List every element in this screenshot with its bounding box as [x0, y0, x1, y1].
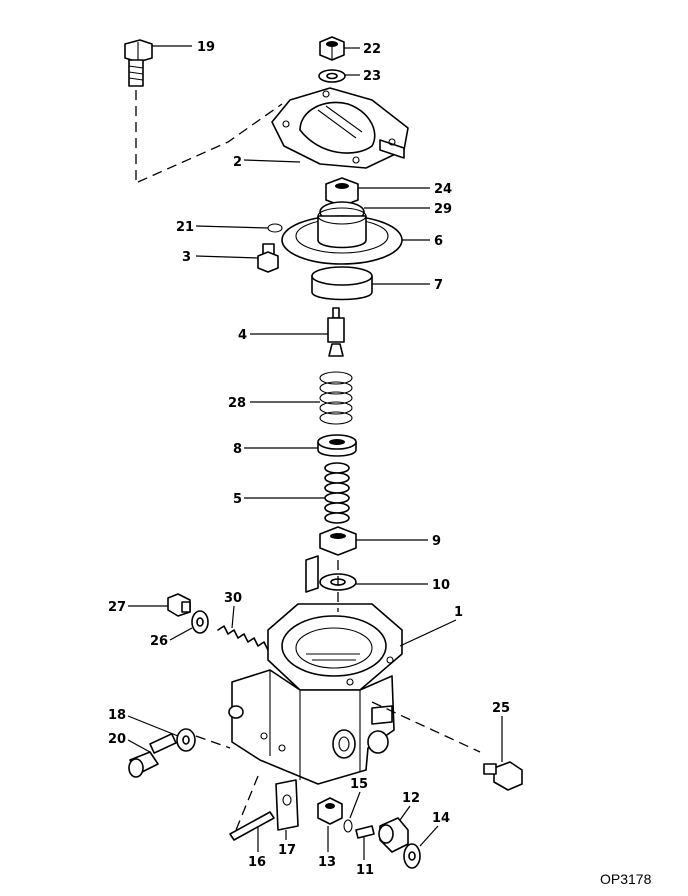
callout-26: 26 — [150, 634, 168, 649]
part-16-pin — [229, 811, 275, 841]
part-23-washer — [318, 69, 346, 83]
part-3-plug — [257, 243, 279, 273]
callout-8: 8 — [233, 442, 242, 457]
part-5-spring — [324, 462, 350, 524]
callout-21: 21 — [176, 220, 194, 235]
part-12-cap — [378, 817, 409, 853]
callout-9: 9 — [432, 534, 441, 549]
callout-12: 12 — [402, 791, 420, 806]
part-8-seat — [317, 434, 357, 457]
callout-17: 17 — [278, 843, 296, 858]
part-4-valve — [327, 307, 345, 357]
callout-11: 11 — [356, 863, 374, 878]
callout-30: 30 — [224, 591, 242, 606]
callout-16: 16 — [248, 855, 266, 870]
part-21-o-ring — [267, 223, 283, 233]
part-9-nut — [319, 526, 357, 556]
part-1-valve-body — [228, 603, 403, 785]
part-18-washer — [176, 728, 196, 752]
callout-28: 28 — [228, 396, 246, 411]
part-30-spring — [217, 625, 269, 651]
callout-14: 14 — [432, 811, 450, 826]
part-27-bolt — [167, 593, 191, 617]
callout-29: 29 — [434, 202, 452, 217]
part-17-bracket — [275, 779, 299, 831]
part-14-washer — [403, 843, 421, 869]
callout-15: 15 — [350, 777, 368, 792]
callout-10: 10 — [432, 578, 450, 593]
part-2-cover — [271, 87, 409, 169]
part-26-washer — [191, 610, 209, 634]
part-15-o-ring — [343, 819, 353, 833]
callout-25: 25 — [492, 701, 510, 716]
part-22-nut — [319, 36, 345, 61]
part-20-bolt — [128, 733, 177, 778]
part-6-diaphragm — [281, 207, 403, 265]
callout-7: 7 — [434, 278, 443, 293]
callout-23: 23 — [363, 69, 381, 84]
part-19-bolt — [124, 39, 153, 182]
callout-3: 3 — [182, 250, 191, 265]
callout-2: 2 — [233, 155, 242, 170]
callout-24: 24 — [434, 182, 452, 197]
part-11-pin — [355, 825, 375, 839]
callout-20: 20 — [108, 732, 126, 747]
drawing-code: OP3178 — [600, 871, 652, 887]
part-28-spring — [319, 371, 353, 425]
part-10-washer — [305, 555, 357, 593]
part-24-nut — [325, 177, 359, 207]
callout-19: 19 — [197, 40, 215, 55]
callout-22: 22 — [363, 42, 381, 57]
part-7-piston — [311, 266, 373, 301]
callout-27: 27 — [108, 600, 126, 615]
callout-13: 13 — [318, 855, 336, 870]
callout-18: 18 — [108, 708, 126, 723]
part-13-nut — [317, 797, 343, 825]
part-25-bolt — [483, 761, 523, 791]
callout-5: 5 — [233, 492, 242, 507]
callout-1: 1 — [454, 605, 463, 620]
callout-6: 6 — [434, 234, 443, 249]
callout-labels: 19 22 23 2 24 29 21 6 3 7 4 28 8 5 9 10 … — [108, 40, 510, 878]
leader-lines — [127, 45, 503, 860]
callout-4: 4 — [238, 328, 247, 343]
